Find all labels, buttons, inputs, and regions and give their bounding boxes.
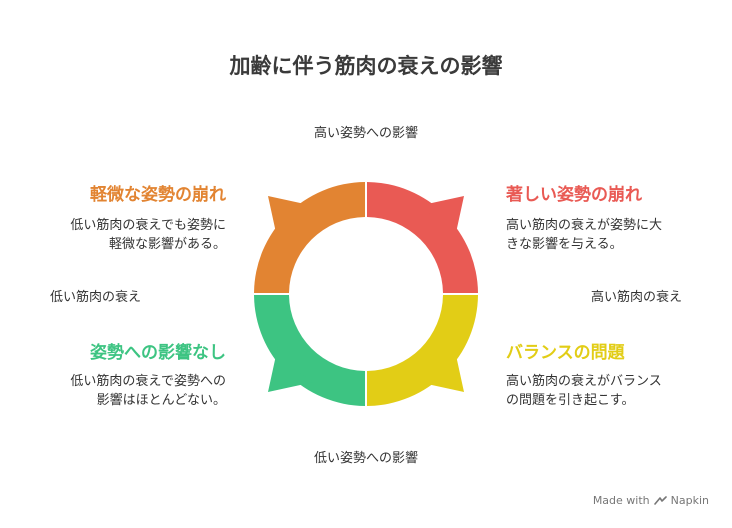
quadrant-desc-bottom-right: 高い筋肉の衰えがバランス の問題を引き起こす。 <box>506 372 662 410</box>
axis-label-left: 低い筋肉の衰え <box>50 290 142 305</box>
quadrant-desc-top-left: 低い筋肉の衰えでも姿勢に 軽微な影響がある。 <box>70 216 226 254</box>
quadrant-desc-top-right: 高い筋肉の衰えが姿勢に大 きな影響を与える。 <box>506 216 662 254</box>
quadrant-desc-line: 影響はほとんどない。 <box>96 393 226 408</box>
quadrant-desc-line: 高い筋肉の衰えがバランス <box>506 374 662 389</box>
cycle-segment-bottom-right <box>367 295 478 406</box>
quadrant-desc-line: 軽微な影響がある。 <box>108 237 226 252</box>
quadrant-desc-line: きな影響を与える。 <box>506 237 623 252</box>
cycle-segment-bottom-left <box>254 295 365 406</box>
cycle-segment-top-left <box>254 182 365 293</box>
diagram-title: 加齢に伴う筋肉の衰えの影響 <box>229 54 503 78</box>
cycle-arrow-top-right <box>418 196 464 242</box>
quadrant-desc-bottom-left: 低い筋肉の衰えで姿勢への 影響はほとんどない。 <box>70 372 226 410</box>
quadrant-heading-bottom-right: バランスの問題 <box>506 343 625 363</box>
quadrant-desc-line: 低い筋肉の衰えで姿勢への <box>70 374 226 389</box>
quadrant-desc-line: の問題を引き起こす。 <box>506 393 635 408</box>
axis-label-bottom: 低い姿勢への影響 <box>313 451 418 466</box>
quadrant-desc-line: 低い筋肉の衰えでも姿勢に <box>70 218 226 233</box>
napkin-logo-icon <box>653 495 667 505</box>
footer-made-with: Made with <box>592 494 650 507</box>
cycle-arrow-bottom-left <box>268 346 314 392</box>
quadrant-desc-line: 高い筋肉の衰えが姿勢に大 <box>506 218 663 233</box>
axis-label-top: 高い姿勢への影響 <box>313 126 418 141</box>
quadrant-heading-top-right: 著しい姿勢の崩れ <box>506 185 642 205</box>
quadrant-heading-bottom-left: 姿勢への影響なし <box>90 343 226 363</box>
axis-label-right: 高い筋肉の衰え <box>590 290 682 305</box>
quadrant-heading-top-left: 軽微な姿勢の崩れ <box>90 185 226 205</box>
cycle-segment-top-right <box>367 182 478 293</box>
cycle-arrow-top-left <box>268 196 314 242</box>
footer-attribution: Made with Napkin <box>593 494 709 507</box>
cycle-arrow-bottom-right <box>418 346 464 392</box>
footer-brand: Napkin <box>670 494 709 507</box>
